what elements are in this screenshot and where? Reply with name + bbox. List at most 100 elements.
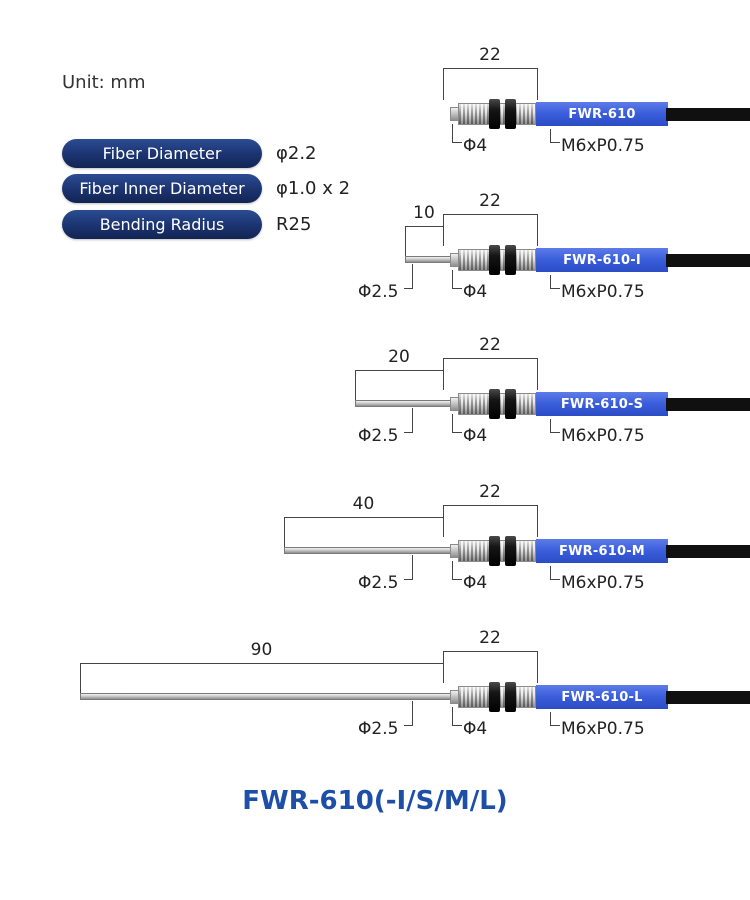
tip-diameter-label: Φ2.5 — [358, 719, 399, 739]
sensor-body: FWR-610 — [536, 102, 668, 126]
leader-line — [550, 566, 560, 580]
hex-nut — [505, 99, 516, 129]
tip-diameter-label: Φ2.5 — [358, 426, 399, 446]
dimension-line — [80, 663, 443, 664]
barrel-length-dimension: 22 — [479, 628, 501, 648]
leader-line — [452, 124, 462, 143]
sensor-diagram-fwr-610: 22 FWR-610 Φ4 M6xP0.75 — [0, 40, 750, 190]
dimension-line — [355, 370, 443, 371]
barrel-length-dimension: 22 — [479, 335, 501, 355]
dimension-line — [284, 517, 443, 518]
hex-nut — [489, 682, 500, 712]
spec-label: Fiber Inner Diameter — [79, 179, 245, 198]
sensor-body: FWR-610-I — [536, 248, 668, 272]
dimension-extension-line — [537, 505, 538, 537]
fiber-cable — [666, 545, 750, 558]
sensor-diagram-fwr-610-i: 10 22 FWR-610-I Φ2.5 Φ4 M6xP0.75 — [0, 186, 750, 336]
nose-diameter-label: Φ4 — [463, 282, 488, 302]
model-label: FWR-610-M — [559, 543, 645, 559]
spec-value-fiber-diameter: φ2.2 — [276, 143, 317, 164]
hex-nut — [489, 245, 500, 275]
leader-line — [404, 555, 413, 580]
nose-diameter-label: Φ4 — [463, 719, 488, 739]
fiber-cable — [666, 691, 750, 704]
thread-spec-label: M6xP0.75 — [561, 426, 645, 446]
dimension-extension-line — [443, 214, 444, 246]
tip-diameter-label: Φ2.5 — [358, 282, 399, 302]
spec-label: Fiber Diameter — [102, 144, 222, 163]
fiber-tip — [284, 547, 450, 554]
spec-pill-fiber-diameter: Fiber Diameter — [62, 139, 262, 168]
model-label: FWR-610-S — [560, 396, 644, 412]
nose-diameter-label: Φ4 — [463, 573, 488, 593]
hex-nut — [505, 536, 516, 566]
spec-pill-fiber-inner-diameter: Fiber Inner Diameter — [62, 174, 262, 203]
hex-nut — [505, 682, 516, 712]
sensor-body: FWR-610-S — [536, 392, 668, 416]
leader-line — [404, 408, 413, 433]
leader-line — [404, 701, 413, 726]
thread-spec-label: M6xP0.75 — [561, 573, 645, 593]
fiber-tip — [405, 256, 450, 263]
dimension-extension-line — [537, 214, 538, 246]
unit-label: Unit: mm — [62, 72, 146, 93]
leader-line — [550, 419, 560, 433]
dimension-extension-line — [443, 651, 444, 683]
thread-spec-label: M6xP0.75 — [561, 136, 645, 156]
tip-length-dimension: 20 — [388, 347, 410, 367]
leader-line — [550, 129, 560, 143]
barrel-length-dimension: 22 — [479, 45, 501, 65]
hex-nut — [505, 389, 516, 419]
series-title: FWR-610(-I/S/M/L) — [242, 786, 508, 816]
dimension-extension-line — [405, 226, 406, 256]
hex-nut — [489, 99, 500, 129]
spec-pill-bending-radius: Bending Radius — [62, 210, 262, 239]
spec-label: Bending Radius — [99, 215, 225, 234]
leader-line — [550, 275, 560, 289]
sensor-diagram-fwr-610-l: 90 22 FWR-610-L Φ2.5 Φ4 M6xP0.75 — [0, 623, 750, 773]
thread-spec-label: M6xP0.75 — [561, 719, 645, 739]
model-label: FWR-610-I — [563, 252, 641, 268]
thread-spec-label: M6xP0.75 — [561, 282, 645, 302]
tip-diameter-label: Φ2.5 — [358, 573, 399, 593]
dimension-extension-line — [443, 68, 444, 100]
dimension-extension-line — [284, 517, 285, 547]
tip-length-dimension: 40 — [352, 494, 375, 514]
sensor-body: FWR-610-L — [536, 685, 668, 709]
spec-value-bending-radius: R25 — [276, 214, 312, 235]
spec-value-fiber-inner-diameter: φ1.0 x 2 — [276, 178, 351, 199]
hex-nut — [489, 389, 500, 419]
dimension-line — [443, 214, 537, 215]
dimension-extension-line — [443, 505, 444, 537]
tip-length-dimension: 10 — [413, 203, 435, 223]
hex-nut — [505, 245, 516, 275]
tip-length-dimension: 90 — [250, 640, 273, 660]
dimension-extension-line — [537, 358, 538, 390]
fiber-tip — [80, 693, 450, 700]
nose-diameter-label: Φ4 — [463, 136, 488, 156]
hex-nut — [489, 536, 500, 566]
leader-line — [452, 414, 462, 433]
dimension-extension-line — [355, 370, 356, 400]
dimension-extension-line — [80, 663, 81, 693]
nose-diameter-label: Φ4 — [463, 426, 488, 446]
sensor-diagram-fwr-610-m: 40 22 FWR-610-M Φ2.5 Φ4 M6xP0.75 — [0, 477, 750, 627]
fiber-cable — [666, 254, 750, 267]
fiber-cable — [666, 108, 750, 121]
dimension-line — [443, 651, 537, 652]
model-label: FWR-610-L — [561, 689, 643, 705]
dimension-line — [443, 358, 537, 359]
dimension-extension-line — [443, 358, 444, 390]
dimension-line — [443, 68, 537, 69]
dimension-extension-line — [537, 651, 538, 683]
leader-line — [452, 707, 462, 726]
fiber-cable — [666, 398, 750, 411]
barrel-length-dimension: 22 — [479, 191, 501, 211]
leader-line — [404, 264, 413, 289]
dimension-line — [443, 505, 537, 506]
sensor-diagram-fwr-610-s: 20 22 FWR-610-S Φ2.5 Φ4 M6xP0.75 — [0, 330, 750, 480]
barrel-length-dimension: 22 — [479, 482, 501, 502]
leader-line — [452, 561, 462, 580]
sensor-body: FWR-610-M — [536, 539, 668, 563]
model-label: FWR-610 — [568, 106, 636, 122]
